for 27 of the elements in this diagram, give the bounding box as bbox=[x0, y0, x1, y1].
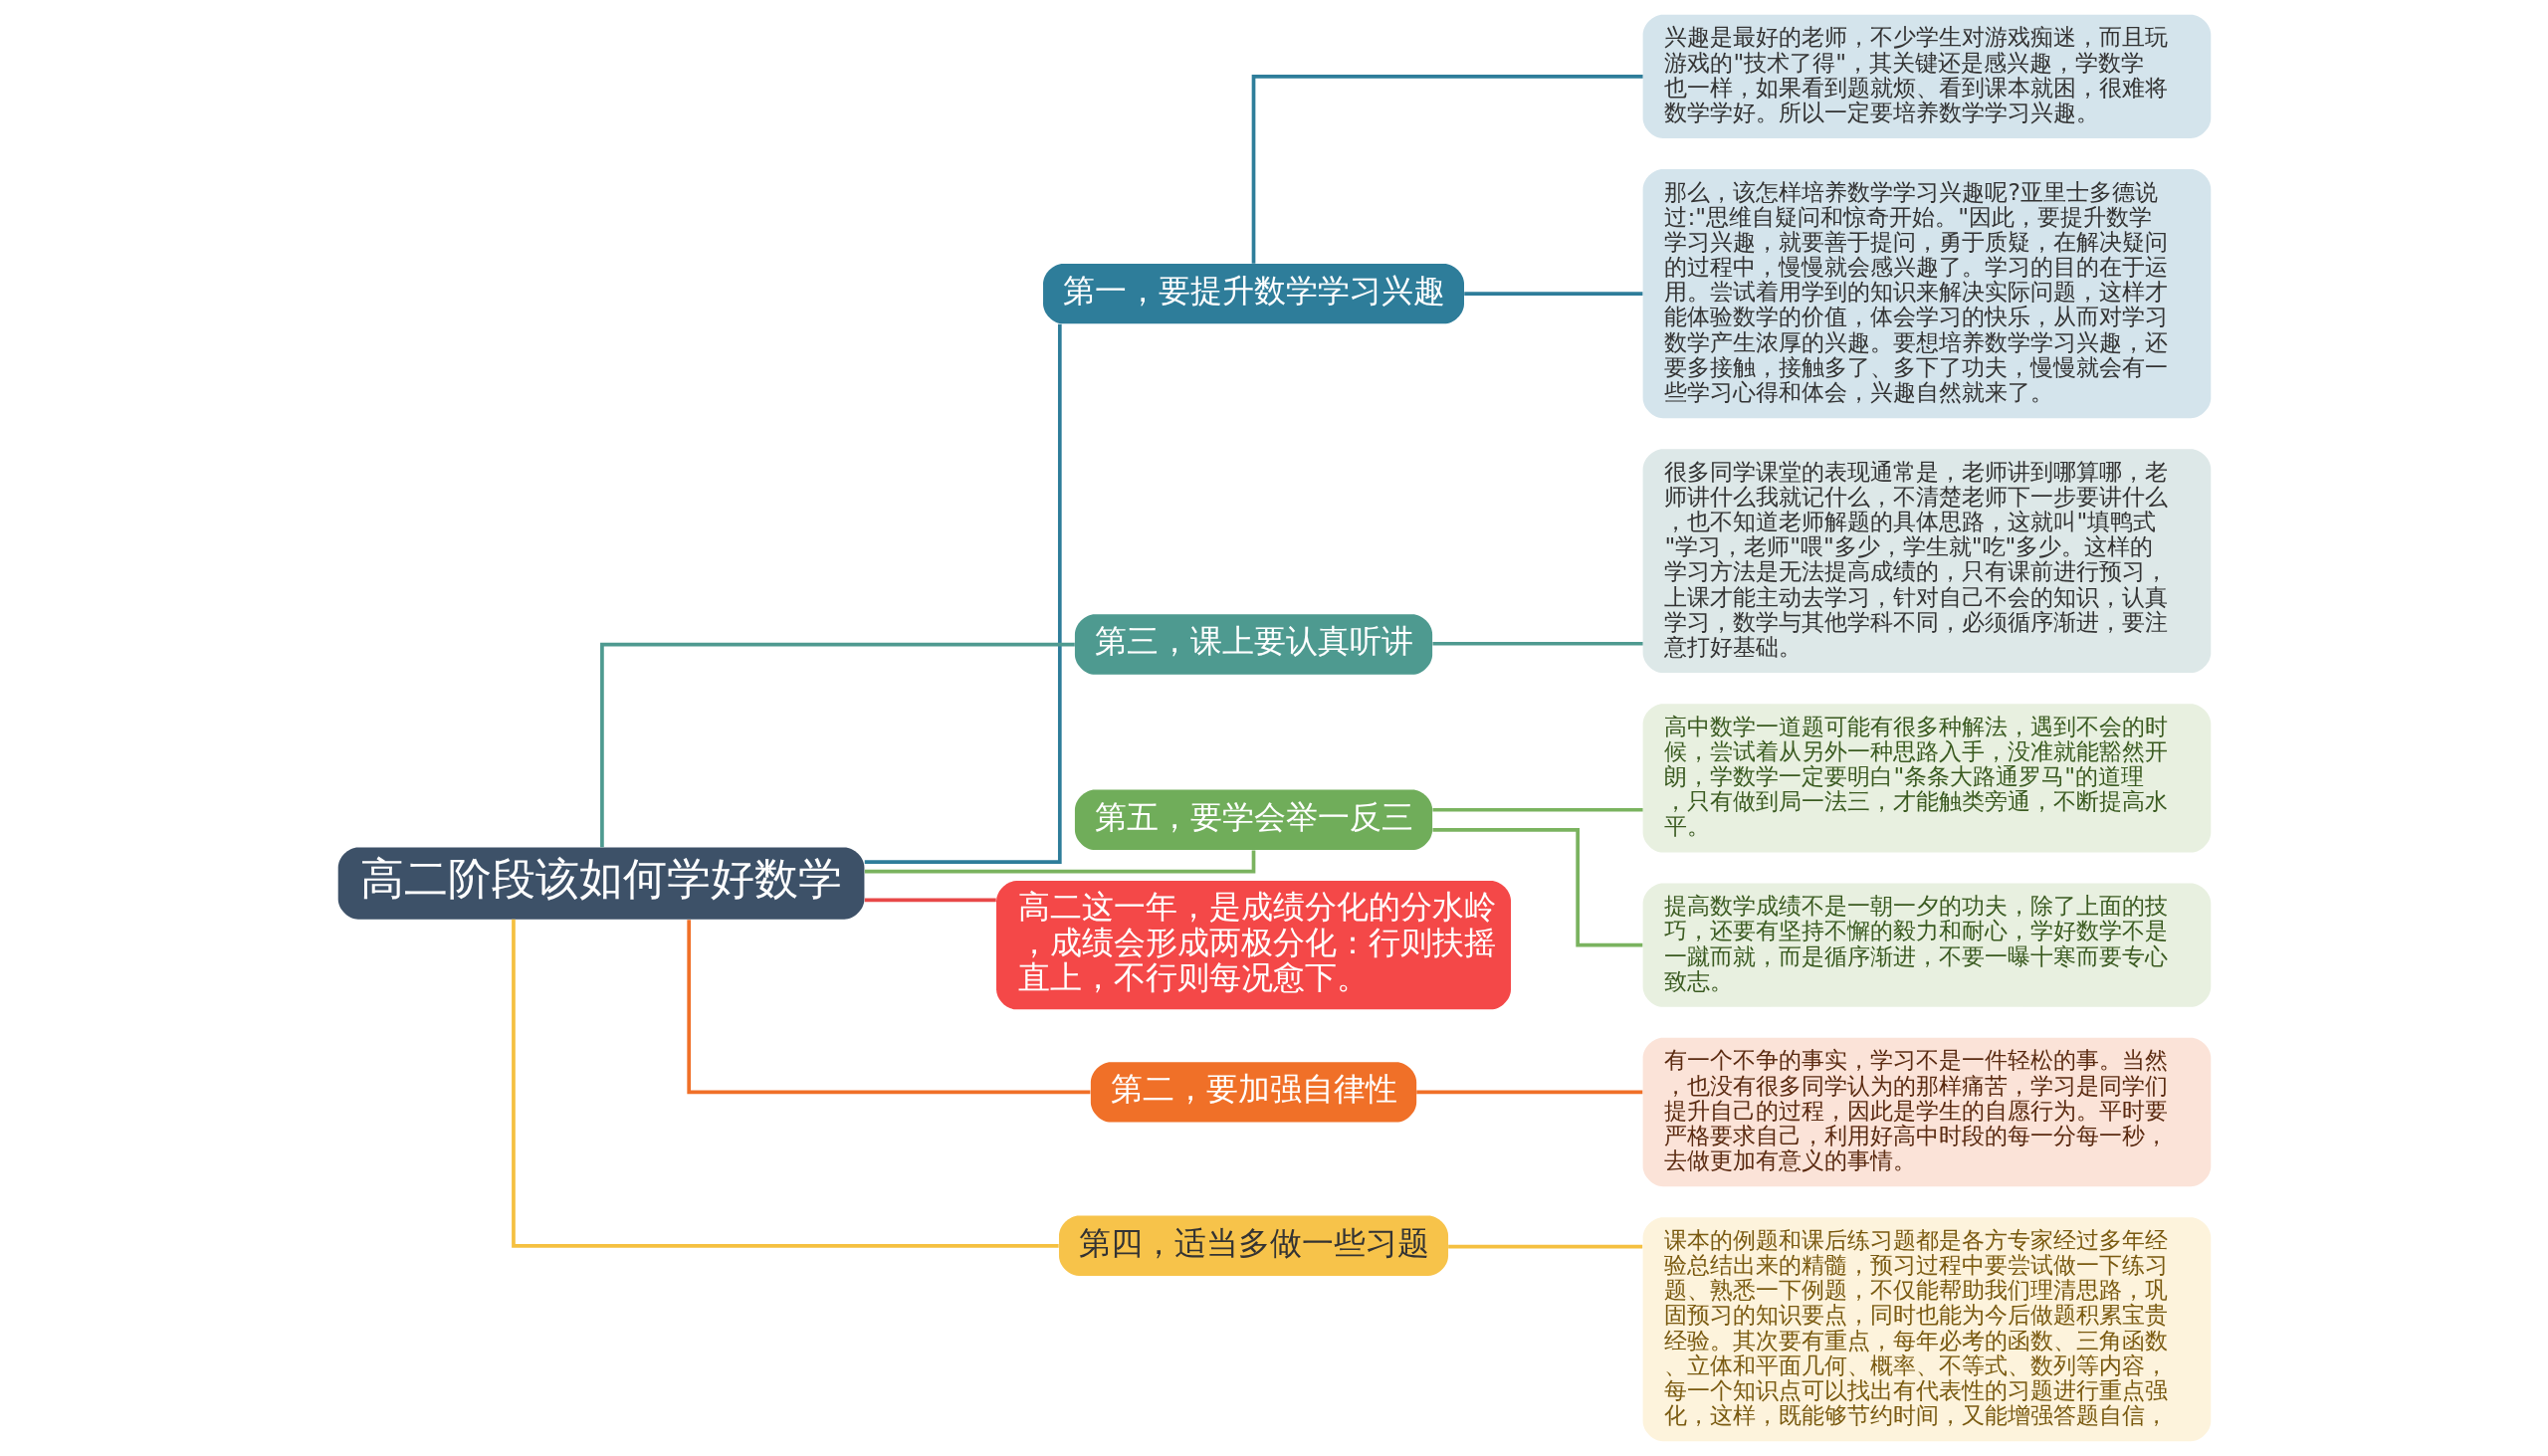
node-box: 很多同学课堂的表现通常是，老师讲到哪算哪，老师讲什么我就记什么，不清楚老师下一步要讲什么，也不知道老师解题的具体思路，这就叫"填鸭式"学习，老师"喂"多少，学生就"吃"多少。这样的学习方法是无法提高成绩的，只有课前进行预习，上课才能主动去学习，针对自己不会的知识，认真学习，数学与其他学科不同，必须循序渐进，要注意打好基础。 bbox=[1642, 449, 2211, 674]
node-box: 提高数学成绩不是一朝一夕的功夫，除了上面的技巧，还要有坚持不懈的毅力和耐心，学好数学不是一蹴而就，而是循序渐进，不要一曝十寒而要专心致志。 bbox=[1642, 883, 2211, 1007]
connector bbox=[1415, 1090, 1642, 1095]
connector bbox=[1431, 807, 1643, 812]
connector bbox=[1251, 75, 1643, 264]
connector bbox=[599, 642, 1075, 848]
connector bbox=[1447, 1244, 1642, 1249]
node-box: 高中数学一道题可能有很多种解法，遇到不会的时候，尝试着从另外一种思路入手，没准就能豁然开朗，学数学一定要明白"条条大路通罗马"的道理，只有做到局一法三，才能触类旁通，不断提高水平。 bbox=[1642, 704, 2211, 853]
node-box: 第五，要学会举一反三 bbox=[1074, 789, 1432, 851]
node-box: 第二，要加强自律性 bbox=[1090, 1062, 1416, 1123]
node-box: 高二阶段该如何学好数学 bbox=[337, 847, 864, 920]
connector bbox=[1463, 292, 1642, 296]
connector bbox=[1431, 828, 1642, 947]
node-box: 第三，课上要认真听讲 bbox=[1074, 614, 1432, 675]
node-box: 那么，该怎样培养数学学习兴趣呢?亚里士多德说过:"思维自疑问和惊奇开始。"因此，要提升数学学习兴趣，就要善于提问，勇于质疑，在解决疑问的过程中，慢慢就会感兴趣了。学习的目的在于运用。尝试着用学到的知识来解决实际问题，这样才能体验数学的价值，体会学习的快乐，从而对学习数学产生浓厚的兴趣。要想培养数学学习兴趣，还要多接触，接触多了、多下了功夫，慢慢就会有一些学习心得和体会，兴趣自然就来了。 bbox=[1642, 169, 2211, 419]
node-box: 第四，适当多做一些习题 bbox=[1058, 1215, 1448, 1277]
connector bbox=[686, 920, 1090, 1095]
node-box: 兴趣是最好的老师，不少学生对游戏痴迷，而且玩游戏的"技术了得"，其关键还是感兴趣，学数学也一样，如果看到题就烦、看到课本就困，很难将数学学好。所以一定要培养数学学习兴趣。 bbox=[1642, 14, 2211, 138]
connector bbox=[864, 850, 1255, 874]
connector bbox=[864, 323, 1062, 864]
connector bbox=[511, 919, 1059, 1248]
connector bbox=[1431, 641, 1643, 646]
connector bbox=[864, 898, 996, 903]
node-box: 高二这一年，是成绩分化的分水岭，成绩会形成两极分化：行则扶摇直上，不行则每况愈下。 bbox=[995, 881, 1511, 1010]
node-box: 有一个不争的事实，学习不是一件轻松的事。当然，也没有很多同学认为的那样痛苦，学习是同学们提升自己的过程，因此是学生的自愿行为。平时要严格要求自己，利用好高中时段的每一分每一秒，去做更加有意义的事情。 bbox=[1642, 1037, 2211, 1187]
node-box: 课本的例题和课后练习题都是各方专家经过多年经验总结出来的精髓，预习过程中要尝试做一下练习题、熟悉一下例题，不仅能帮助我们理清思路，巩固预习的知识要点，同时也能为今后做题积累宝贵经验。其次要有重点，每年必考的函数、三角函数、立体和平面几何、概率、不等式、数列等内容，每一个知识点可以找出有代表性的习题进行重点强化，这样，既能够节约时间，又能增强答题自信， bbox=[1642, 1217, 2211, 1442]
node-box: 第一，要提升数学学习兴趣 bbox=[1042, 263, 1464, 324]
